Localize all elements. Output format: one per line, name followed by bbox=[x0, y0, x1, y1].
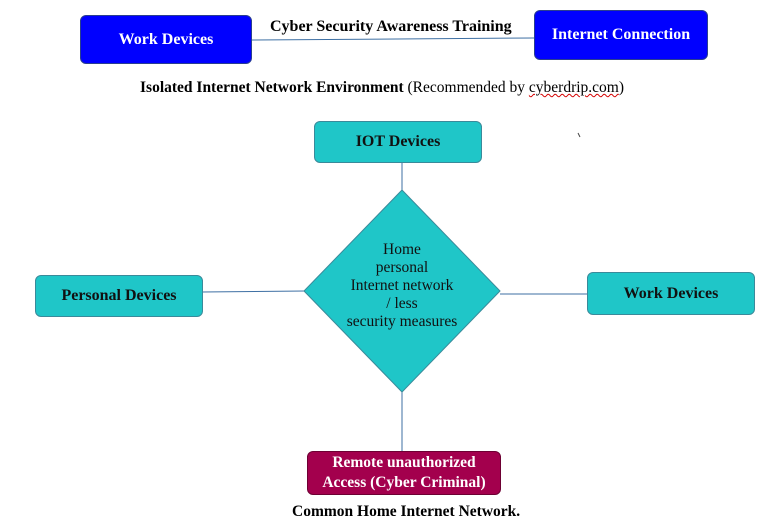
home-network-diamond bbox=[303, 189, 501, 393]
center-line: Internet network bbox=[350, 277, 454, 294]
iot-devices-box: IOT Devices bbox=[314, 121, 482, 163]
home-network-text: Home personal Internet network / less se… bbox=[330, 241, 474, 331]
personal-devices-label: Personal Devices bbox=[61, 287, 177, 304]
work-devices-top-label: Work Devices bbox=[118, 30, 214, 48]
subtitle-paren-open: (Recommended by bbox=[403, 79, 529, 96]
center-line: security measures bbox=[346, 313, 458, 330]
internet-connection-box: Internet Connection bbox=[534, 10, 708, 60]
connector-work-to-internet bbox=[251, 37, 535, 41]
subtitle-paren-close: ) bbox=[618, 79, 625, 96]
personal-devices-box: Personal Devices bbox=[35, 275, 203, 317]
iot-devices-label: IOT Devices bbox=[355, 133, 441, 150]
connector-personal-to-center bbox=[201, 290, 306, 293]
work-devices-right-label: Work Devices bbox=[623, 284, 719, 302]
remote-access-line1: Remote unauthorized bbox=[332, 454, 476, 471]
remote-access-box: Remote unauthorized Access (Cyber Crimin… bbox=[307, 451, 501, 495]
subtitle-site: cyberdrip.com bbox=[528, 79, 619, 96]
remote-access-line2: Access (Cyber Criminal) bbox=[322, 474, 486, 491]
center-line: personal bbox=[375, 259, 429, 276]
center-line: / less bbox=[386, 295, 418, 312]
work-devices-top-box: Work Devices bbox=[80, 15, 252, 64]
internet-connection-label: Internet Connection bbox=[551, 26, 691, 43]
subtitle-bold: Isolated Internet Network Environment bbox=[140, 79, 404, 96]
subtitle: Isolated Internet Network Environment (R… bbox=[140, 79, 624, 97]
diagram-caption: Common Home Internet Network. bbox=[292, 503, 521, 520]
work-devices-right-box: Work Devices bbox=[587, 272, 755, 315]
stray-mark bbox=[577, 132, 581, 138]
training-title: Cyber Security Awareness Training bbox=[270, 18, 512, 35]
center-line: Home bbox=[383, 241, 421, 258]
